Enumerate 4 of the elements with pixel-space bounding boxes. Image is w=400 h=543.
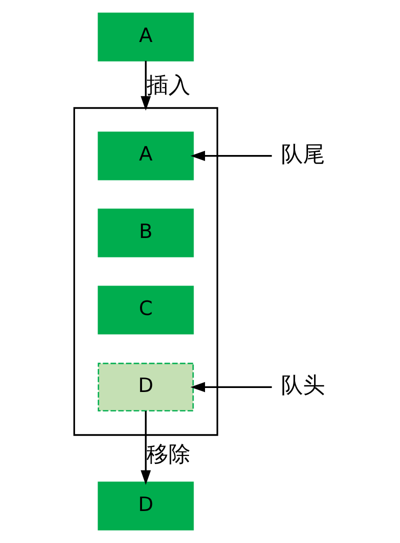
edge-label: 移除 bbox=[146, 442, 190, 468]
node-text: 队尾 bbox=[281, 142, 326, 168]
node-text: 队头 bbox=[281, 374, 326, 399]
edge-label: 插入 bbox=[146, 74, 190, 99]
